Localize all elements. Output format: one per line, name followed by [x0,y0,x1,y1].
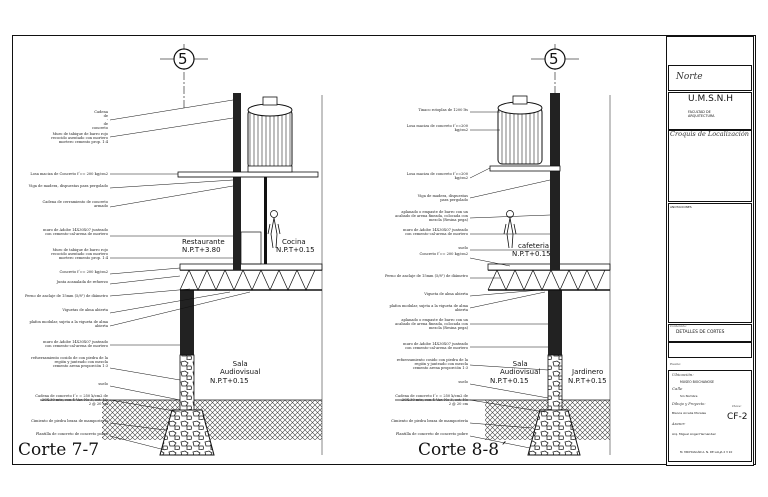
section_right-annotation-4: Viga de madera, dispuestas para pergolad… [417,194,468,202]
section_right-annotation-10: Vigueta de alma abierta [424,292,468,296]
section_left-annotation-5: Cadena de cerramiento de concreto armado [42,200,108,208]
north-label: Norte [676,72,703,82]
footer-text: M. MICHOACÁN A. N. DE LALJA 2 3 10 [680,450,733,454]
section_right-annotation-13: muro de Adobe 14X30X07 junteado con ceme… [403,342,468,350]
room-cafeteria-label: cafeteria [518,242,550,250]
title-block-notes-cell [668,203,752,323]
room-restaurant-label: Restaurante [182,238,225,246]
room-audiovisual-left-level: N.P.T+0.15 [210,377,249,385]
leader-lines-right [469,111,551,449]
section_left-annotation-18: Plantilla de concreto de concreto pobre [35,432,108,436]
title-block-info-cell [668,370,752,462]
section_right-annotation-3: Losa maciza de concreto f´c=200 kg/cm2 [406,172,468,180]
section_right-annotation-18: Plantilla de concreto de concreto pobre [395,432,468,436]
content-label: Contenido: [670,324,687,328]
section_left-annotation-13: muro de Adobe 14X30X07 junteado con ceme… [43,340,108,348]
grid-marker-right-label: 5 [549,50,559,68]
section_right-annotation-15: suelo [458,380,468,384]
room-audiovisual-left-label: Sala Audiovisual [220,360,261,376]
title-block-map-cell [668,130,752,202]
section_left-annotation-4: Viga de madera, dispuestas para pergolad… [28,184,108,188]
section_right-annotation-12: aplanado o empaste de barro con un acaba… [395,318,468,330]
location-field: Ubicación: [672,372,694,377]
title-block-school-cell [668,92,752,130]
truss-floor-right [487,263,611,291]
section_right-annotation-2: Losa maciza de concreto f´c=200 kg/cm2 [406,124,468,132]
section-title-right: Corte 8-8´ [418,440,508,460]
section_left-annotation-9: Junta acanalada de refuerzo [56,280,108,284]
university-name: U.M.S.N.H [688,94,734,104]
upper-wall-right [550,93,560,270]
scale-label: Escala: [670,362,681,366]
room-audiovisual-right-label: Sala Audiovisual [500,360,541,376]
faculty-name: FACULTAD DE ARQUITECTURA [688,110,715,118]
section_left-annotation-15: suelo [98,382,108,386]
leader-lines-left [109,99,251,451]
upper-wall-left [233,93,241,270]
room-garden-level: N.P.T+0.15 [568,377,607,385]
ground-hatch-left [102,400,322,440]
section_right-annotation-11: plafon modular, sujeta a la vigueta de a… [389,304,468,312]
title-block-content-cell [668,324,752,342]
section_left-annotation-10: Perno de anclaje de 15mm (5/8") de diáme… [25,294,108,298]
advisor-label: Asesor: [672,422,686,426]
content-value: DETALLES DE CORTES [676,330,725,335]
room-restaurant-level: N.P.T+3.80 [182,246,221,254]
section_left-annotation-11: Viguetas de alma abierta [62,308,108,312]
section_right-annotation-8: Concreto f´c= 200 kg/cm2 [419,252,468,256]
sheet-value: CF-2 [727,412,748,422]
roof-slab-left [177,171,319,178]
section_left-annotation-16: Cadena de concreto f´c = 250 k/cm2 de .2… [35,394,108,406]
drawn-value: Blanca Arcelia Morales [672,411,706,415]
drawn-label: Dibujo y Proyecto: [672,402,706,406]
section_left-annotation-6: muro de Adobe 14X30X07 junteado con ceme… [43,228,108,236]
room-kitchen-label: Cocina [282,238,306,246]
title-block-scale-cell [668,342,752,358]
human-figure-left [267,210,281,249]
sheet-label: Clave: [732,404,742,408]
section_left-annotation-7: Muro de tabique de barro rojo recocido a… [51,248,108,260]
room-cafeteria-level: N.P.T+0.15 [512,250,551,258]
section-title-left: Corte 7-7 [18,440,100,460]
section-7-7 [40,44,323,456]
section-8-8 [395,44,611,456]
street-label: Calle [672,386,683,391]
section_left-annotation-17: Cimiento de piedra braza de mampostería [31,419,108,423]
section_right-annotation-7: suelo [458,246,468,250]
room-garden-label: Jardinero [572,368,604,376]
title-block-north-cell [668,65,752,91]
advisor-value: Arq. Miguel Angel Hernandez [672,432,716,436]
room-kitchen-level: N.P.T+0.15 [276,246,315,254]
water-tank-right [497,95,543,165]
section_left-annotation-12: plafon modular, sujeta a la vigueta de a… [29,320,108,328]
location-value: MUSEO BIOCHANOSE [680,380,715,384]
section_left-annotation-1: Cadena de - de concreto [92,110,108,130]
water-tank-left [247,96,293,173]
section_left-annotation-2: Muro de tabique de barro rojo recocido a… [51,132,108,144]
roof-slab-right [489,165,561,172]
notes-label: ANOTACIONES [670,205,692,209]
section_right-annotation-16: Cadena de concreto f´c = 250 k/cm2 de .2… [395,394,468,406]
section_left-annotation-8: Concreto f´c= 200 kg/cm2 [59,270,108,274]
truss-floor-left [179,263,323,291]
room-audiovisual-right-level: N.P.T+0.15 [490,377,529,385]
section_right-annotation-17: Cimiento de piedra braza de mampostería [391,419,468,423]
sheet-border [12,35,756,465]
section_left-annotation-3: Losa maciza de Concreto f´c= 200 kg/cm2 [30,172,108,176]
grid-marker-left-label: 5 [178,50,188,68]
section_right-annotation-9: Perno de anclaje de 15mm (5/8") de diáme… [385,274,468,278]
section_right-annotation-6: muro de Adobe 14X30X07 junteado con ceme… [403,228,468,236]
section_right-annotation-14: refuerzamiento cosido con piedra de la r… [396,358,468,370]
section_right-annotation-1: Tinaco rotoplas de 1200 lts [418,108,468,112]
street-value: Sin Nombre [680,394,698,398]
section_right-annotation-5: aplanado o empaste de barro con un acaba… [395,210,468,222]
section_left-annotation-14: refuerzamiento cosido de con piedra de l… [31,356,108,368]
location-label: Croquis de Localización [670,130,749,138]
